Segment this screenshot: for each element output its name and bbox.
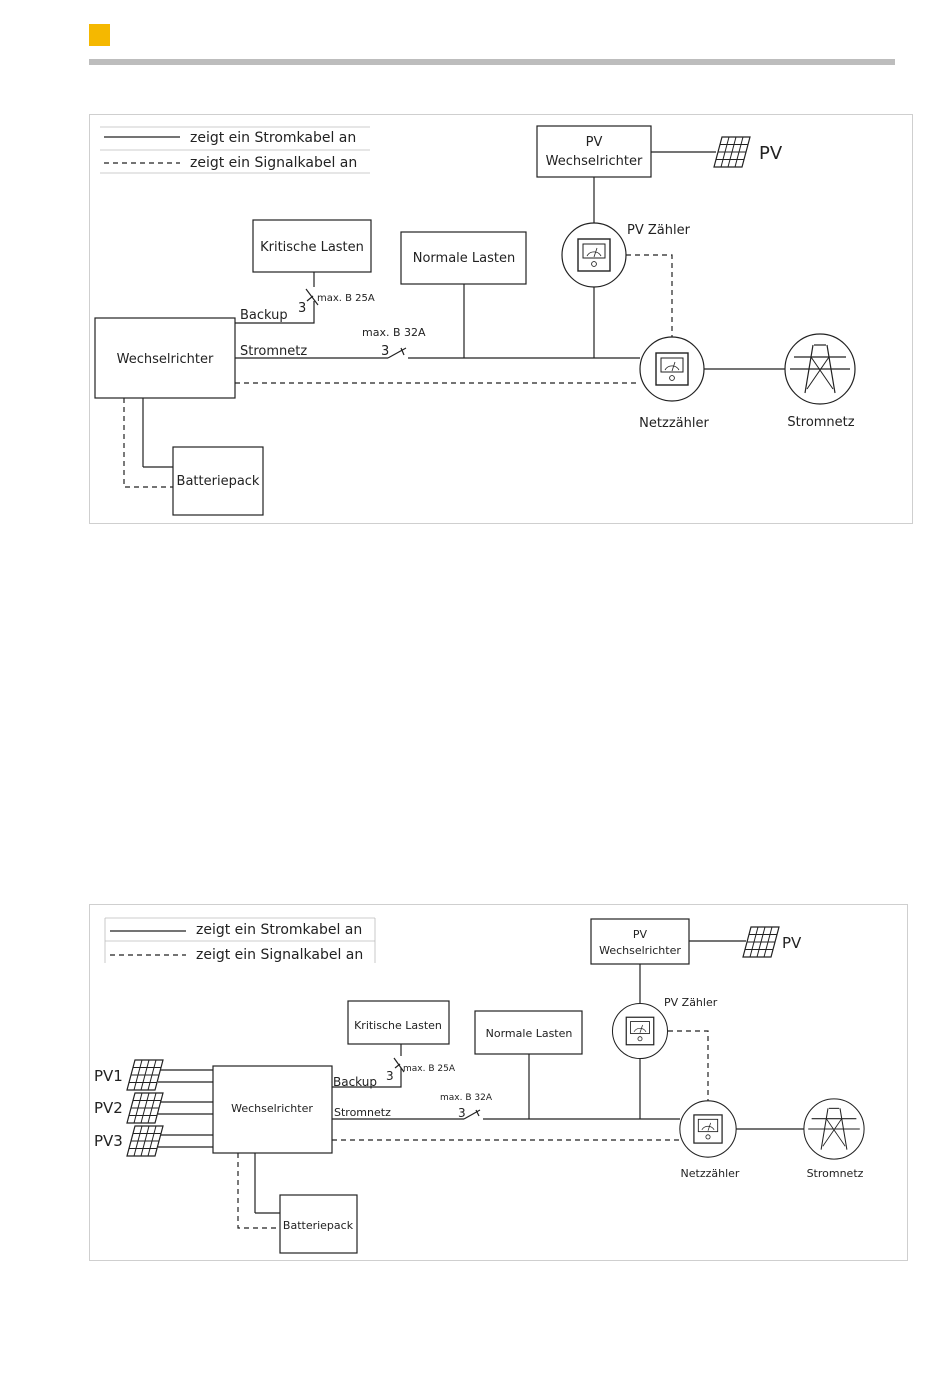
backup-port-label: Backup — [240, 308, 288, 323]
critical-loads-box — [252, 219, 372, 273]
pv1-label: PV1 — [94, 1067, 123, 1085]
pv-inverter-2-label-2: Wechselrichter — [599, 944, 681, 957]
pv-inverter-2-label-1: PV — [633, 928, 648, 941]
grid-meter-icon — [639, 336, 705, 402]
critical-loads-label-2: Kritische Lasten — [354, 1019, 442, 1032]
critical-loads-label: Kritische Lasten — [260, 240, 364, 255]
grid-tower-icon — [784, 333, 856, 405]
inverter-label: Wechselrichter — [117, 352, 214, 367]
inverter-label-2: Wechselrichter — [231, 1102, 313, 1115]
pv-inverter-label-2: Wechselrichter — [546, 154, 643, 169]
pv-label-2: PV — [782, 934, 802, 952]
grid-breaker-label-2: max. B 32A — [440, 1093, 493, 1103]
pv-meter-icon-2 — [611, 1002, 669, 1060]
battery-box — [172, 446, 264, 516]
backup-phase-count: 3 — [298, 301, 306, 316]
wiring-diagram-2: zeigt ein Stromkabel an zeigt ein Signal… — [89, 904, 908, 1261]
pv-meter-label-2: PV Zähler — [664, 996, 718, 1009]
legend-2: zeigt ein Stromkabel an zeigt ein Signal… — [104, 917, 376, 963]
wiring-diagram-1: zeigt ein Stromkabel an zeigt ein Signal… — [89, 114, 913, 524]
legend-2-power-label: zeigt ein Stromkabel an — [196, 922, 362, 938]
backup-port-label-2: Backup — [333, 1075, 377, 1089]
solar-panel-icon-pv1 — [126, 1059, 164, 1091]
solar-panel-icon-pv3 — [126, 1125, 164, 1157]
solar-panel-icon-pv2 — [126, 1092, 164, 1124]
grid-label-2: Stromnetz — [807, 1167, 864, 1180]
legend: zeigt ein Stromkabel an zeigt ein Signal… — [100, 126, 370, 174]
grid-tower-icon-2 — [803, 1098, 865, 1160]
pv-meter-icon — [561, 222, 627, 288]
grid-port-label-2: Stromnetz — [334, 1106, 391, 1119]
pv2-label: PV2 — [94, 1099, 123, 1117]
header-rule — [89, 59, 895, 65]
backup-phase-count-2: 3 — [386, 1069, 394, 1083]
normal-loads-label: Normale Lasten — [413, 251, 515, 266]
pv-inverter-box — [536, 125, 652, 178]
solar-panel-icon-2 — [742, 926, 780, 958]
pv-meter-label: PV Zähler — [627, 223, 691, 238]
inverter-box — [94, 317, 236, 399]
header-accent-square — [89, 24, 110, 46]
solar-panel-icon — [713, 136, 751, 168]
grid-port-label: Stromnetz — [240, 344, 307, 359]
pv-inverter-label-1: PV — [586, 135, 603, 150]
critical-loads-box-2 — [347, 1000, 450, 1045]
grid-label: Stromnetz — [787, 415, 854, 430]
grid-meter-label-2: Netzzähler — [681, 1167, 740, 1180]
battery-label-2: Batteriepack — [283, 1219, 354, 1232]
backup-breaker-label-2: max. B 25A — [403, 1064, 456, 1074]
pv-label: PV — [759, 143, 783, 164]
legend-signal-label: zeigt ein Signalkabel an — [190, 155, 357, 171]
legend-power-label: zeigt ein Stromkabel an — [190, 130, 356, 146]
wiring-diagram-2-svg: zeigt ein Stromkabel an zeigt ein Signal… — [94, 917, 865, 1254]
legend-2-signal-label: zeigt ein Signalkabel an — [196, 947, 363, 963]
grid-meter-label: Netzzähler — [639, 416, 709, 431]
pv3-label: PV3 — [94, 1132, 123, 1150]
battery-label: Batteriepack — [177, 474, 260, 489]
battery-box-2 — [279, 1194, 358, 1254]
grid-meter-icon-2 — [679, 1100, 737, 1158]
grid-phase-count-2: 3 — [458, 1106, 466, 1120]
grid-phase-count: 3 — [381, 344, 389, 359]
normal-loads-label-2: Normale Lasten — [486, 1027, 573, 1040]
normal-loads-box-2 — [474, 1010, 583, 1055]
backup-breaker-label: max. B 25A — [317, 293, 375, 304]
wiring-diagram-1-svg: zeigt ein Stromkabel an zeigt ein Signal… — [94, 125, 856, 516]
pv-inverter-box-2 — [590, 918, 690, 965]
grid-breaker-label: max. B 32A — [362, 326, 426, 339]
inverter-box-2 — [212, 1065, 333, 1154]
